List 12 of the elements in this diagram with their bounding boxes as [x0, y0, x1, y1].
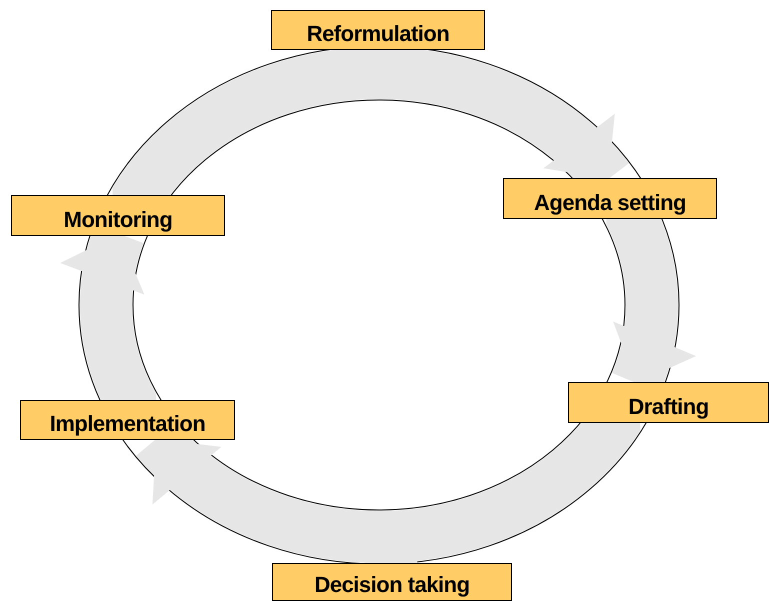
stage-box: [11, 195, 225, 236]
stage-box: [568, 382, 769, 423]
stage-label: Decision taking: [314, 572, 470, 598]
stage-box: [503, 178, 717, 219]
stage-label: Implementation: [50, 411, 206, 437]
stage-box: [272, 563, 512, 601]
stage-box: [20, 400, 235, 440]
stage-box: [271, 10, 485, 50]
stage-label: Reformulation: [306, 21, 450, 47]
stage-label: Agenda setting: [534, 190, 686, 216]
stage-label: Monitoring: [64, 207, 172, 233]
stage-label: Drafting: [628, 394, 709, 420]
